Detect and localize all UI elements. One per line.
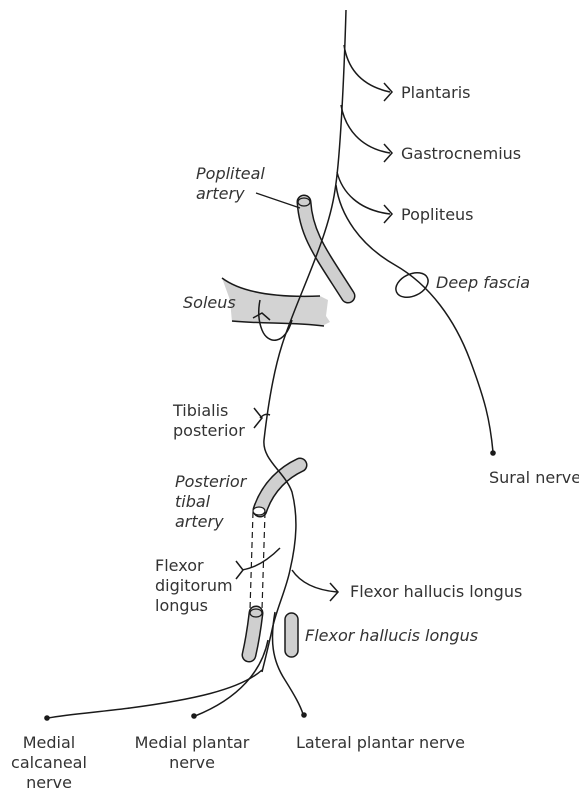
popliteal-artery-label-line-2: artery: [196, 184, 265, 204]
flexor-digitorum-longus-label-line-3: longus: [155, 596, 233, 616]
popliteal-artery-label: Popliteal artery: [196, 164, 265, 204]
medial-plantar-nerve-label: Medial plantar nerve: [122, 733, 262, 773]
tibialis-posterior-label-line-1: Tibialis: [173, 401, 245, 421]
medial-calcaneal-nerve-label-line-2: calcaneal: [4, 753, 94, 773]
deep-fascia-label: Deep fascia: [436, 273, 530, 293]
gastrocnemius-branch: [341, 105, 390, 153]
medial-plantar-nerve-label-line-1: Medial plantar: [122, 733, 262, 753]
plantaris-branch: [344, 45, 390, 92]
flexor-digitorum-longus-terminal: [236, 561, 243, 579]
flexor-hallucis-longus-branch-label: Flexor hallucis longus: [350, 582, 522, 602]
posterior-tibal-artery-label-line-2: tibal: [175, 492, 246, 512]
flexor-hallucis-longus-branch: [292, 570, 337, 592]
popliteus-branch: [337, 172, 390, 214]
popliteus-label: Popliteus: [401, 205, 474, 225]
flexor-digitorum-longus-label-line-2: digitorum: [155, 576, 233, 596]
posterior-tibal-artery-label-line-3: artery: [175, 512, 246, 532]
flexor-digitorum-longus-branch: [242, 548, 280, 570]
sural-nerve-label: Sural nerve: [489, 468, 579, 488]
tibialis-posterior-label-line-2: posterior: [173, 421, 245, 441]
medial-calcaneal-nerve-label-line-1: Medial: [4, 733, 94, 753]
posterior-tibal-artery-label: Posterior tibal artery: [175, 472, 246, 532]
tibialis-posterior-label: Tibialis posterior: [173, 401, 245, 441]
medial-plantar-nerve-endpoint: [191, 713, 197, 719]
flexor-digitorum-longus-label-line-1: Flexor: [155, 556, 233, 576]
lateral-plantar-nerve-endpoint: [301, 712, 307, 718]
gastrocnemius-label: Gastrocnemius: [401, 144, 521, 164]
sural-nerve-endpoint: [490, 450, 496, 456]
posterior-tibial-artery: [250, 465, 300, 610]
flexor-hallucis-longus-muscle-label: Flexor hallucis longus: [305, 626, 478, 646]
medial-calcaneal-nerve-endpoint: [44, 715, 50, 721]
soleus-muscle: [222, 278, 330, 326]
medial-calcaneal-nerve-line: [48, 670, 262, 718]
popliteal-artery: [298, 198, 348, 296]
flexor-hallucis-longus-muscle: [285, 613, 298, 657]
posterior-tibal-artery-label-line-1: Posterior: [175, 472, 246, 492]
flexor-digitorum-longus-label: Flexor digitorum longus: [155, 556, 233, 616]
lateral-plantar-nerve-label: Lateral plantar nerve: [296, 733, 465, 753]
medial-calcaneal-nerve-label: Medial calcaneal nerve: [4, 733, 94, 793]
plantaris-label: Plantaris: [401, 83, 470, 103]
medial-plantar-nerve-label-line-2: nerve: [122, 753, 262, 773]
posterior-tibial-artery-lower: [249, 609, 262, 655]
sural-nerve-line: [336, 185, 493, 452]
deep-fascia-loop: [392, 268, 432, 302]
medial-calcaneal-nerve-label-line-3: nerve: [4, 773, 94, 793]
popliteal-artery-label-line-1: Popliteal: [196, 164, 265, 184]
soleus-label: Soleus: [183, 293, 236, 313]
tibial-nerve-trunk: [262, 10, 346, 672]
